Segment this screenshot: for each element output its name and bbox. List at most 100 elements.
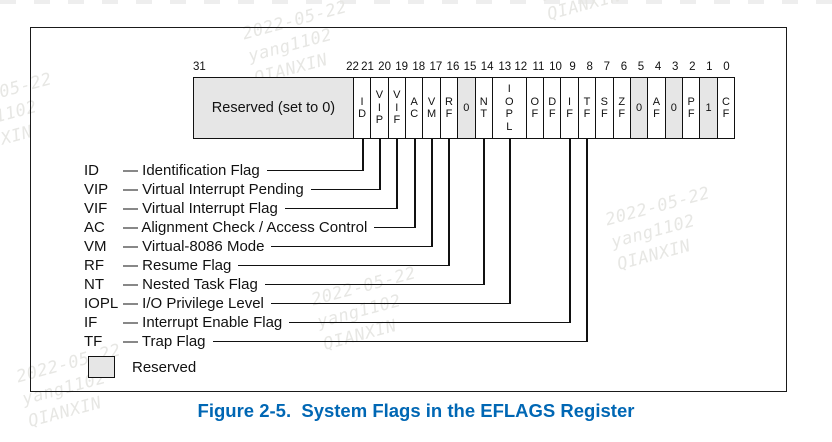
bit-cell: S F bbox=[596, 78, 614, 138]
flag-name: — Virtual-8086 Mode bbox=[123, 237, 265, 255]
bit-number: 21 bbox=[361, 61, 374, 73]
bit-cell-label: O F bbox=[530, 95, 540, 121]
bit-number: 17 bbox=[429, 61, 443, 73]
flag-name: — Trap Flag bbox=[123, 332, 206, 350]
flag-leader-line-vertical bbox=[569, 139, 571, 323]
flag-leader-line-horizontal bbox=[270, 302, 511, 304]
bit-cell: V M bbox=[423, 78, 441, 138]
flag-acronym: RF bbox=[84, 256, 104, 274]
bit-cell-label: I D bbox=[358, 95, 367, 121]
bit-number: 8 bbox=[586, 61, 593, 73]
bit-cell-label: P F bbox=[687, 95, 695, 121]
bit-cell-label: A F bbox=[652, 95, 661, 121]
bit-cell: 0 bbox=[665, 78, 683, 138]
flag-name: — Nested Task Flag bbox=[123, 275, 258, 293]
flag-leader-line-vertical bbox=[431, 139, 433, 247]
bit-number: 5 bbox=[637, 61, 645, 73]
bit-number: 31 bbox=[193, 61, 206, 73]
flag-acronym: VIP bbox=[84, 180, 109, 198]
figure-caption: Figure 2-5. System Flags in the EFLAGS R… bbox=[197, 400, 635, 421]
flag-row: NT — Nested Task Flag bbox=[84, 274, 485, 294]
bit-number: 14 bbox=[480, 61, 494, 73]
bit-cell: V I P bbox=[371, 78, 389, 138]
flag-name: — Virtual Interrupt Flag bbox=[123, 199, 278, 217]
bit-cell: A F bbox=[648, 78, 666, 138]
bit-cell-label: V I F bbox=[393, 89, 401, 127]
flag-leader-line-horizontal bbox=[238, 264, 450, 266]
flag-leader-line-horizontal bbox=[264, 283, 485, 285]
flag-acronym: IOPL bbox=[84, 294, 119, 312]
bit-cell: T F bbox=[578, 78, 597, 138]
bit-number: 10 bbox=[549, 61, 562, 73]
register-box: Reserved (set to 0) I D V I P V I F A C V M R … bbox=[193, 77, 735, 139]
bit-cell-label: 0 bbox=[463, 101, 470, 114]
reserved-swatch bbox=[88, 356, 115, 378]
bit-number: 2 bbox=[689, 61, 696, 73]
flag-row: AC — Alignment Check / Access Control bbox=[84, 217, 416, 237]
bit-number: 1 bbox=[706, 61, 713, 73]
bit-number: 0 bbox=[723, 61, 730, 73]
flag-acronym: VIF bbox=[84, 199, 108, 217]
flag-leader-line-vertical bbox=[448, 139, 450, 266]
bit-cell-label: S F bbox=[600, 95, 608, 121]
bit-cell-label: N T bbox=[479, 95, 488, 121]
flag-name: — I/O Privilege Level bbox=[123, 294, 264, 312]
flag-leader-line-horizontal bbox=[266, 169, 364, 171]
bit-cell-label: A C bbox=[410, 95, 419, 121]
flag-leader-line-horizontal bbox=[310, 188, 381, 190]
bit-cell-label: 0 bbox=[670, 101, 677, 114]
reserved-legend: Reserved bbox=[88, 356, 196, 378]
bit-cell: A C bbox=[406, 78, 424, 138]
bit-number: 4 bbox=[654, 61, 662, 73]
bit-cell: O F bbox=[526, 78, 544, 138]
flag-acronym: IF bbox=[84, 313, 98, 331]
flag-row: VIF — Virtual Interrupt Flag bbox=[84, 198, 398, 218]
bit-number: 20 bbox=[378, 61, 391, 73]
flag-leader-line-horizontal bbox=[212, 340, 588, 342]
flag-name: — Interrupt Enable Flag bbox=[123, 313, 283, 331]
bit-number: 6 bbox=[620, 61, 628, 73]
bit-cell-label: V M bbox=[426, 95, 437, 121]
bit-cell-label: D F bbox=[548, 95, 557, 121]
top-edge-text-remnant bbox=[0, 0, 832, 4]
flag-row: VIP — Virtual Interrupt Pending bbox=[84, 179, 381, 199]
flag-leader-line-horizontal bbox=[374, 226, 416, 228]
flag-name: — Alignment Check / Access Control bbox=[123, 218, 368, 236]
reserved-field-label: Reserved (set to 0) bbox=[211, 100, 336, 116]
flag-row: TF— Trap Flag bbox=[84, 331, 588, 351]
bit-cell-label: I F bbox=[566, 95, 573, 121]
bit-cell-label: 0 bbox=[636, 101, 643, 114]
bit-number: 13 12 bbox=[498, 61, 528, 73]
bit-cell: Z F bbox=[613, 78, 631, 138]
flag-acronym: ID bbox=[84, 161, 99, 179]
bit-cell: R F bbox=[440, 78, 459, 138]
bit-number: 11 bbox=[532, 61, 545, 73]
flag-row: ID— Identification Flag bbox=[84, 160, 364, 180]
figure-border bbox=[30, 27, 787, 392]
bit-cell: I F bbox=[561, 78, 579, 138]
bit-number: 19 bbox=[395, 61, 409, 73]
bit-cell: I D bbox=[353, 78, 372, 138]
bit-cell-label: C F bbox=[721, 95, 730, 121]
flag-name: — Virtual Interrupt Pending bbox=[123, 180, 304, 198]
flag-acronym: NT bbox=[84, 275, 104, 293]
bit-number: 3 bbox=[671, 61, 679, 73]
bit-number: 7 bbox=[603, 61, 610, 73]
flag-acronym: AC bbox=[84, 218, 105, 236]
flag-name: — Resume Flag bbox=[123, 256, 232, 274]
bit-cell: 0 bbox=[458, 78, 476, 138]
reserved-legend-label: Reserved bbox=[132, 358, 197, 376]
flag-leader-line-vertical bbox=[396, 139, 398, 209]
bit-cell: V I F bbox=[388, 78, 407, 138]
flag-leader-line-horizontal bbox=[271, 245, 433, 247]
flag-leader-line-horizontal bbox=[289, 321, 571, 323]
bit-number: 9 bbox=[569, 61, 576, 73]
bit-number: 18 bbox=[412, 61, 426, 73]
flag-leader-line-vertical bbox=[483, 139, 485, 285]
bit-cell: I O P L bbox=[492, 78, 527, 138]
flag-leader-line-horizontal bbox=[284, 207, 398, 209]
bit-cell-label: R F bbox=[444, 95, 453, 121]
bit-cell-label: V I P bbox=[375, 89, 384, 127]
